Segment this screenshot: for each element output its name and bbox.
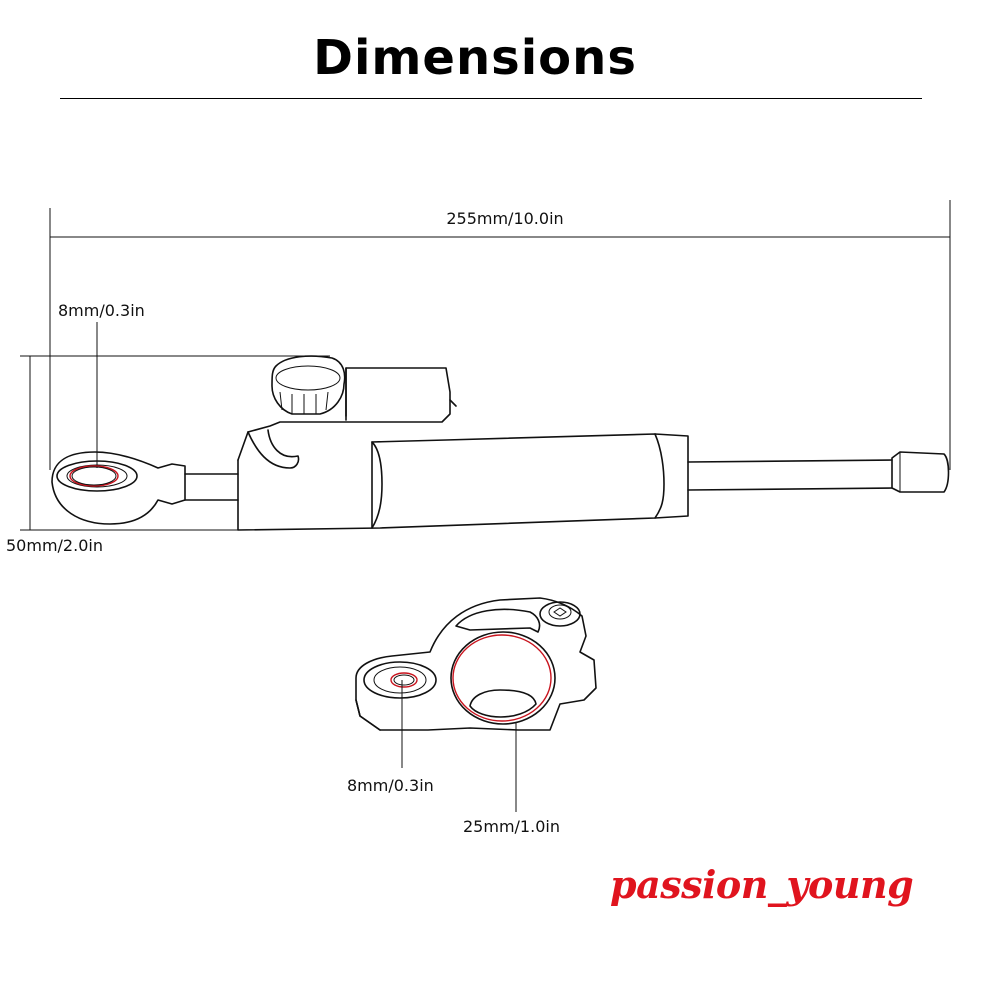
clamp-dimensions: 8mm/0.3in 25mm/1.0in — [347, 680, 560, 836]
steering-damper — [51, 355, 950, 531]
height-label: 50mm/2.0in — [6, 536, 103, 555]
page-title: Dimensions — [313, 30, 637, 86]
height-dimension: 50mm/2.0in — [6, 355, 330, 555]
bore-label: 25mm/1.0in — [463, 817, 560, 836]
length-label: 255mm/10.0in — [446, 209, 563, 228]
eye-label: 8mm/0.3in — [58, 301, 145, 320]
title-divider — [60, 98, 922, 99]
eye-dimension: 8mm/0.3in — [58, 301, 145, 468]
watermark-logo: passion_young — [610, 862, 914, 907]
length-dimension: 255mm/10.0in — [49, 200, 951, 470]
bolt-hole-label: 8mm/0.3in — [347, 776, 434, 795]
clamp-bracket — [355, 597, 597, 731]
